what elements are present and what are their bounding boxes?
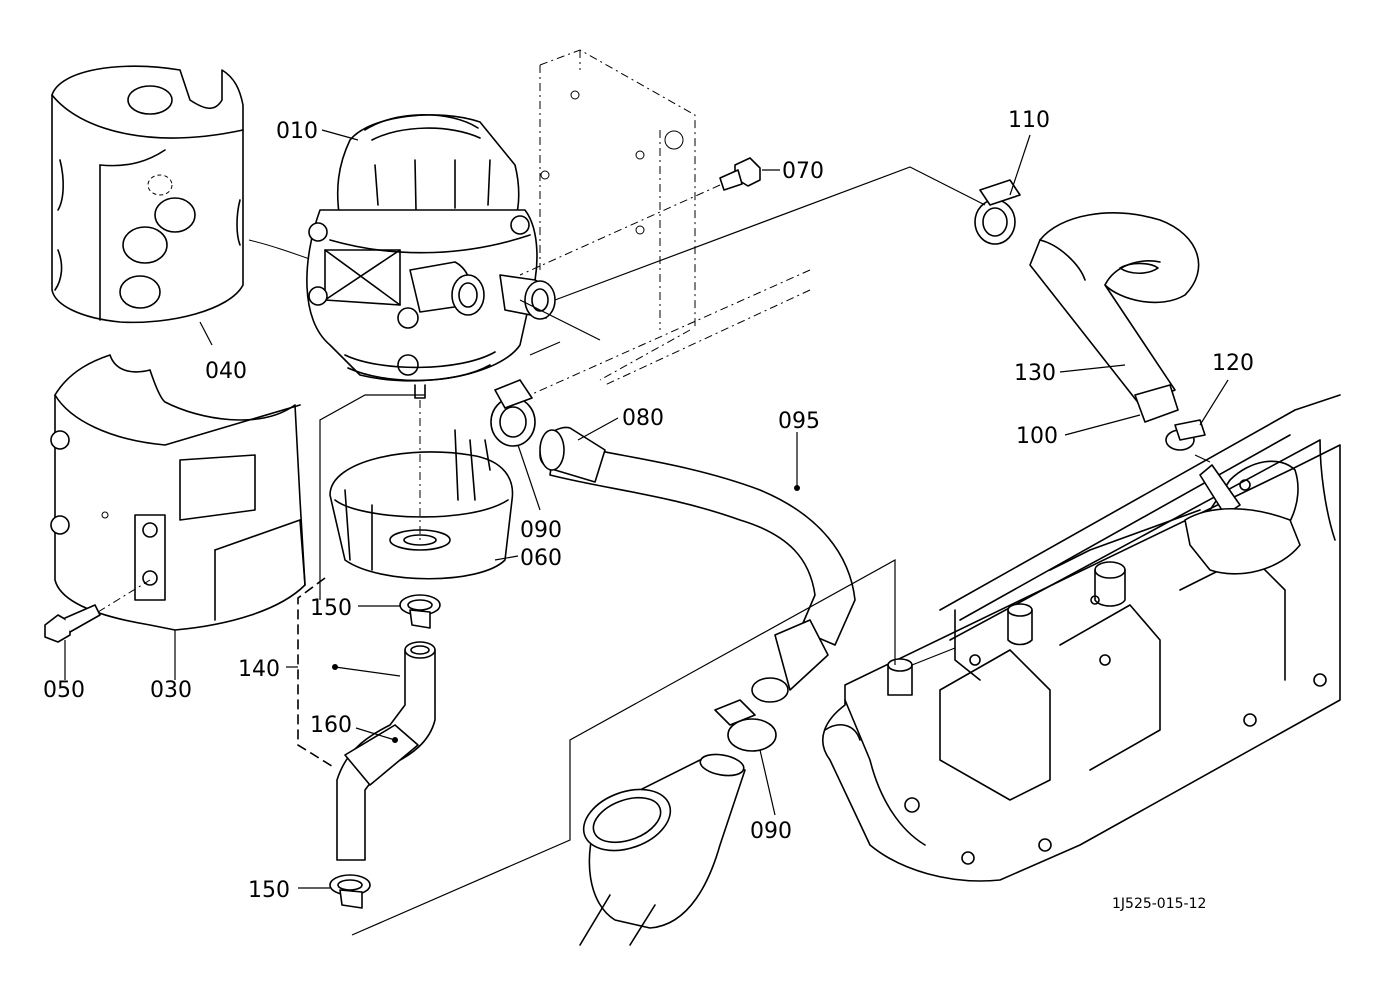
- routing-lines: [319, 166, 1211, 936]
- label-030: 030: [150, 678, 192, 703]
- valve-cover-drawing: [821, 394, 1341, 882]
- clamp-090-lower-drawing: [714, 699, 777, 752]
- bolt-070-drawing: [519, 157, 761, 276]
- label-120: 120: [1212, 351, 1254, 376]
- label-150-upper: 150: [310, 596, 352, 621]
- label-150-lower: 150: [248, 878, 290, 903]
- label-110: 110: [1008, 108, 1050, 133]
- label-010: 010: [276, 119, 318, 144]
- separator-010-drawing: [306, 113, 556, 399]
- label-160: 160: [310, 713, 352, 738]
- clamp-120-drawing: [1165, 419, 1206, 451]
- clamp-110-drawing: [974, 179, 1021, 245]
- cup-060-drawing: [329, 400, 514, 580]
- bracket-030-drawing: [50, 354, 306, 631]
- clamp-150-lower-drawing: [329, 874, 371, 909]
- hose-130-drawing: [1029, 212, 1200, 423]
- label-100: 100: [1016, 424, 1058, 449]
- label-090-lower: 090: [750, 819, 792, 844]
- label-050: 050: [43, 678, 85, 703]
- cover-040-drawing: [51, 65, 319, 324]
- bolt-050-drawing: [44, 579, 151, 643]
- label-130: 130: [1014, 361, 1056, 386]
- label-140: 140: [238, 657, 280, 682]
- clamp-090-upper-drawing: [490, 379, 536, 447]
- label-095: 095: [778, 409, 820, 434]
- drawing-code: 1J525-015-12: [1112, 896, 1206, 912]
- label-070: 070: [782, 159, 824, 184]
- label-090-upper: 090: [520, 518, 562, 543]
- group-bracket-140: [297, 577, 336, 769]
- leader-lines: [64, 129, 1229, 889]
- label-060: 060: [520, 546, 562, 571]
- mount-plate-drawing: [529, 49, 811, 396]
- clamp-150-upper-drawing: [399, 594, 441, 629]
- hose-095-drawing: [539, 426, 856, 703]
- hose-160-drawing: [336, 641, 436, 861]
- label-080: 080: [622, 406, 664, 431]
- t-fitting-drawing: [579, 753, 746, 946]
- label-040: 040: [205, 359, 247, 384]
